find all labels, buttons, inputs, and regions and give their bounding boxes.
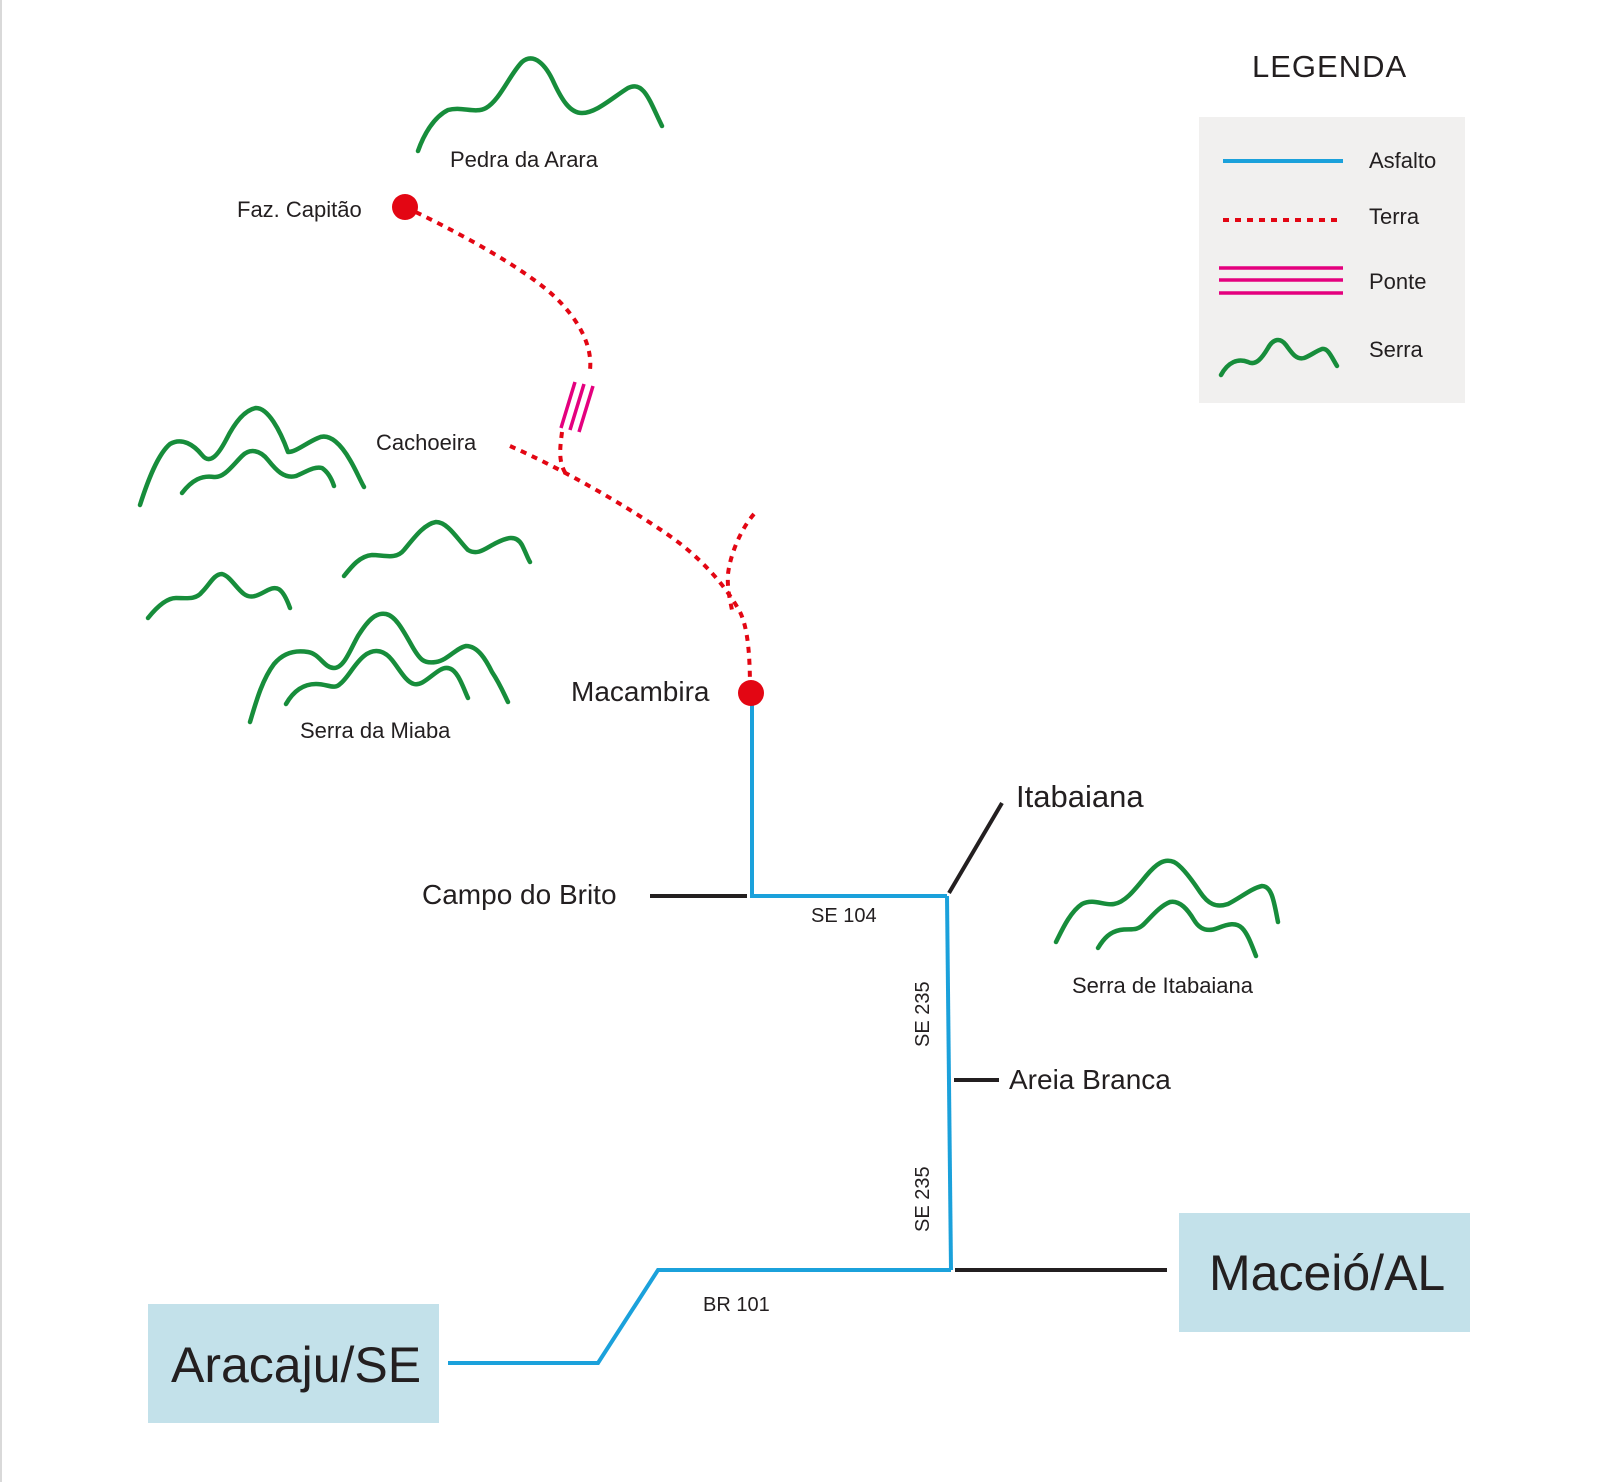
mountain-serra-da-miaba-icon — [247, 611, 511, 725]
legend-item-dirt: Terra — [1223, 204, 1420, 229]
label-itabaiana: Itabaiana — [1016, 779, 1144, 814]
legend-label-dirt: Terra — [1369, 204, 1420, 229]
town-marker-macambira — [738, 680, 764, 706]
road-label-br101: BR 101 — [703, 1294, 770, 1316]
label-maceio: Maceió/AL — [1209, 1245, 1445, 1301]
city-box-aracaju: Aracaju/SE — [148, 1304, 439, 1423]
mountain-range-icon — [1218, 337, 1340, 378]
label-serra-de-itabaiana: Serra de Itabaiana — [1072, 973, 1254, 998]
mountain-cachoeira-west-inner-icon — [179, 448, 337, 496]
dirt-road-bridge-to-cachoeira-junction — [558, 431, 568, 476]
label-cachoeira: Cachoeira — [376, 430, 477, 455]
label-campo-do-brito: Campo do Brito — [422, 879, 617, 910]
mountain-cachoeira-west-icon — [137, 405, 367, 508]
mountain-center-icon — [341, 519, 533, 579]
bridge-marker — [559, 381, 595, 433]
city-box-maceio: Maceió/AL — [1179, 1213, 1470, 1332]
dirt-road-cachoeira-to-macambira — [509, 444, 752, 691]
legend-label-serra: Serra — [1369, 337, 1424, 362]
mountain-serra-de-itabaiana-inner-icon — [1095, 899, 1259, 959]
mountain-small-west-icon — [145, 571, 293, 621]
mountain-serra-de-itabaiana-icon — [1053, 858, 1281, 945]
label-pedra-da-arara: Pedra da Arara — [450, 147, 599, 172]
label-macambira: Macambira — [571, 676, 710, 707]
bridge-icon — [1219, 266, 1343, 295]
legend-label-asphalt: Asfalto — [1369, 148, 1436, 173]
road-macambira-se104 — [750, 690, 947, 898]
label-aracaju: Aracaju/SE — [171, 1337, 421, 1393]
legend: LEGENDA Asfalto Terra Ponte Serra — [1199, 49, 1465, 403]
road-se235 — [945, 895, 953, 1271]
label-serra-da-miaba: Serra da Miaba — [300, 718, 451, 743]
label-areia-branca: Areia Branca — [1009, 1064, 1171, 1095]
mountain-pedra-da-arara-icon — [415, 56, 665, 154]
access-road-itabaiana — [947, 801, 1004, 895]
road-br101 — [448, 1268, 951, 1365]
road-label-se235-lower: SE 235 — [912, 1166, 934, 1232]
mountain-serra-da-miaba-inner-icon — [283, 648, 471, 707]
legend-label-bridge: Ponte — [1369, 269, 1427, 294]
legend-item-bridge: Ponte — [1219, 266, 1427, 295]
road-label-se235-upper: SE 235 — [912, 981, 934, 1047]
legend-item-serra: Serra — [1218, 337, 1424, 378]
road-label-se104: SE 104 — [811, 905, 877, 927]
town-marker-faz-capitao — [392, 194, 418, 220]
legend-title: LEGENDA — [1252, 49, 1407, 84]
label-faz-capitao: Faz. Capitão — [237, 197, 362, 222]
dirt-road-faz-capitao — [404, 205, 593, 371]
legend-item-asphalt: Asfalto — [1223, 148, 1436, 173]
